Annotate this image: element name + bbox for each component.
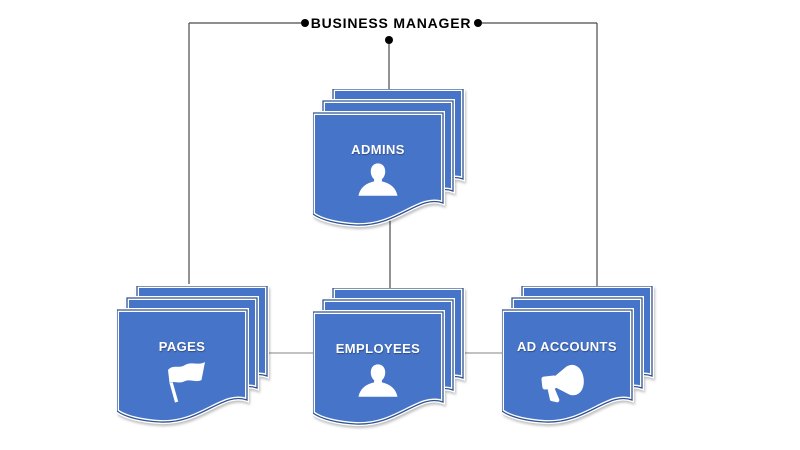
node-employees: EMPLOYEES: [313, 288, 465, 430]
bullet-dot-left: [301, 19, 309, 27]
pages-card-stack: [117, 286, 269, 428]
pages-label: PAGES: [158, 339, 206, 354]
bullet-dot-center: [385, 36, 393, 44]
admins-card-stack: [313, 89, 465, 231]
employees-label: EMPLOYEES: [335, 341, 421, 356]
ad-accounts-label: AD ACCOUNTS: [517, 339, 617, 354]
node-ad-accounts: AD ACCOUNTS: [502, 286, 654, 428]
bullet-dot-right: [474, 19, 482, 27]
diagram-title: BUSINESS MANAGER: [310, 15, 472, 31]
node-pages: PAGES: [117, 286, 269, 428]
admins-label: ADMINS: [351, 142, 405, 157]
employees-card-stack: [313, 288, 465, 430]
node-admins: ADMINS: [313, 89, 465, 231]
ad-accounts-card-stack: [502, 286, 654, 428]
